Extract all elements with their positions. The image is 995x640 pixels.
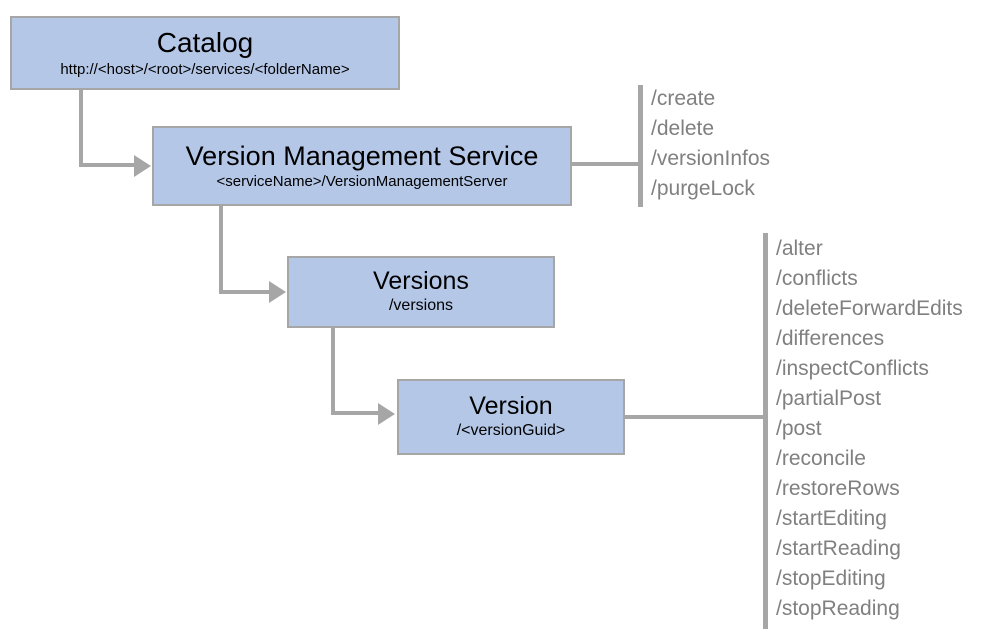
operation-item: /stopReading <box>776 597 900 620</box>
node-version-management-service-path: <serviceName>/VersionManagementServer <box>216 173 508 191</box>
node-versions-title: Versions <box>373 267 469 296</box>
node-version-title: Version <box>469 392 553 421</box>
node-catalog[interactable]: Catalog http://<host>/<root>/services/<f… <box>10 16 400 90</box>
operation-item: /partialPost <box>776 387 882 410</box>
connector-service-to-versions-horizontal <box>219 290 271 294</box>
operation-item: /startEditing <box>776 507 887 530</box>
operation-item: /create <box>651 87 716 110</box>
operation-item: /alter <box>776 237 823 260</box>
operation-item: /post <box>776 417 822 440</box>
node-version-path: /<versionGuid> <box>456 422 566 440</box>
service-operations-list: /create/delete/versionInfos/purgeLock <box>651 84 770 204</box>
operation-item: /stopEditing <box>776 567 886 590</box>
operation-item: /delete <box>651 117 715 140</box>
operation-item: /purgeLock <box>651 177 755 200</box>
arrowhead-versions-to-version <box>378 403 395 425</box>
operation-item: /conflicts <box>776 267 858 290</box>
connector-catalog-to-service-horizontal <box>79 163 136 167</box>
connector-versions-to-version-vertical <box>331 328 335 415</box>
arrowhead-service-to-versions <box>269 281 286 303</box>
operation-item: /differences <box>776 327 885 350</box>
node-version[interactable]: Version /<versionGuid> <box>397 379 625 455</box>
connector-catalog-to-service-vertical <box>79 90 83 167</box>
node-version-management-service-title: Version Management Service <box>185 140 539 171</box>
operation-item: /startReading <box>776 537 901 560</box>
connector-versions-to-version-horizontal <box>331 411 380 415</box>
node-catalog-path: http://<host>/<root>/services/<folderNam… <box>60 60 350 78</box>
node-versions[interactable]: Versions /versions <box>287 256 555 328</box>
operation-item: /deleteForwardEdits <box>776 297 963 320</box>
version-operations-list: /alter/conflicts/deleteForwardEdits/diff… <box>776 234 963 624</box>
node-catalog-title: Catalog <box>156 27 254 59</box>
connector-version-to-version-operations <box>624 415 768 419</box>
node-versions-path: /versions <box>388 297 454 315</box>
operation-item: /inspectConflicts <box>776 357 929 380</box>
operation-item: /reconcile <box>776 447 866 470</box>
operation-item: /restoreRows <box>776 477 900 500</box>
service-operations-group-bar <box>638 85 643 207</box>
version-operations-group-bar <box>763 233 768 629</box>
connector-service-to-service-operations <box>571 162 643 166</box>
arrowhead-catalog-to-service <box>134 155 151 177</box>
operation-item: /versionInfos <box>651 147 771 170</box>
node-version-management-service[interactable]: Version Management Service <serviceName>… <box>152 126 572 206</box>
connector-service-to-versions-vertical <box>219 206 223 294</box>
